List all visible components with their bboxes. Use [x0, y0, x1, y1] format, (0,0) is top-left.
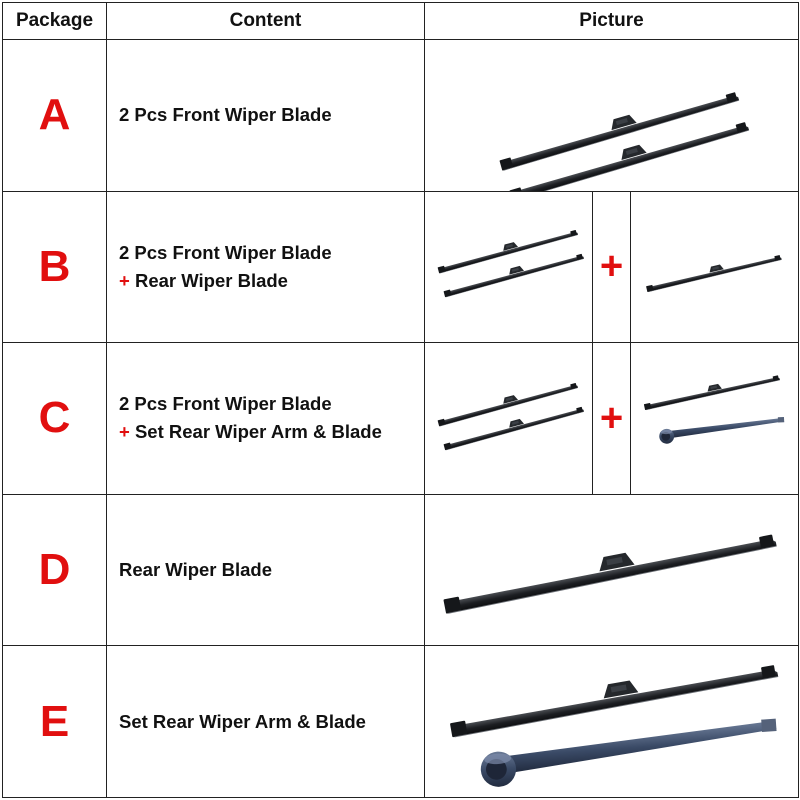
table-row: B 2 Pcs Front Wiper Blade + Rear Wiper B…: [2, 190, 800, 344]
content-line: + Rear Wiper Blade: [119, 267, 424, 295]
content-text: 2 Pcs Front Wiper Blade: [119, 104, 332, 126]
table-row: E Set Rear Wiper Arm & Blade: [2, 645, 800, 798]
plus-sign-c: +: [592, 342, 631, 495]
content-line: Set Rear Wiper Arm & Blade: [119, 708, 424, 736]
front-blades-image: [436, 378, 585, 451]
package-letter-a: A: [2, 39, 107, 192]
header-picture: Picture: [423, 2, 800, 40]
rear-blade-image: [644, 250, 783, 292]
picture-cell-c-front: [424, 342, 593, 495]
rear-blade-image: [644, 250, 783, 292]
front-blades-image: [496, 84, 751, 191]
content-text: Set Rear Wiper Arm & Blade: [119, 710, 366, 732]
front-blade-image: [442, 402, 585, 451]
rear-arm-image: [658, 417, 786, 445]
content-text: Rear Wiper Blade: [129, 269, 288, 291]
rear-blade-image: [642, 371, 781, 411]
picture-cell-b-front: [424, 190, 593, 344]
rear-arm-blade-image: [447, 654, 780, 789]
package-content-d: Rear Wiper Blade: [106, 493, 425, 647]
content-line: 2 Pcs Front Wiper Blade: [119, 239, 424, 267]
rear-blade-image: [440, 523, 778, 614]
rear-blade-image: [440, 523, 778, 614]
package-content-b: 2 Pcs Front Wiper Blade + Rear Wiper Bla…: [106, 190, 425, 344]
table-row: D Rear Wiper Blade: [2, 493, 800, 647]
table-row: C 2 Pcs Front Wiper Blade + Set Rear Wip…: [2, 342, 800, 495]
plus-mark: +: [119, 269, 130, 291]
content-line: 2 Pcs Front Wiper Blade: [119, 390, 424, 418]
front-blade-image: [496, 84, 741, 172]
plus-sign-b: +: [592, 190, 631, 344]
rear-arm-blade-image: [642, 371, 786, 445]
header-content: Content: [106, 2, 425, 40]
package-letter-c: C: [2, 342, 107, 495]
picture-cell-d: [423, 493, 800, 647]
content-text: 2 Pcs Front Wiper Blade: [119, 393, 332, 415]
rear-arm-image: [478, 718, 780, 789]
content-line: 2 Pcs Front Wiper Blade: [119, 101, 424, 129]
plus-mark: +: [119, 421, 130, 443]
content-line: + Set Rear Wiper Arm & Blade: [119, 418, 424, 446]
package-letter-b: B: [2, 190, 107, 344]
package-content-a: 2 Pcs Front Wiper Blade: [106, 39, 425, 192]
picture-cell-e: [423, 645, 800, 798]
picture-cell-a: [423, 39, 800, 192]
package-content-e: Set Rear Wiper Arm & Blade: [106, 645, 425, 798]
picture-cell-c-rear: [629, 342, 800, 495]
front-blade-image: [442, 248, 585, 298]
content-text: 2 Pcs Front Wiper Blade: [119, 241, 332, 263]
content-text: Rear Wiper Blade: [119, 559, 273, 581]
package-letter-d: D: [2, 493, 107, 647]
picture-cell-b-rear: [629, 190, 800, 344]
table-row: A 2 Pcs Front Wiper Blade: [2, 39, 800, 192]
rear-blade-image: [447, 654, 780, 739]
content-text: Set Rear Wiper Arm & Blade: [129, 421, 382, 443]
header-package: Package: [2, 2, 107, 40]
package-letter-e: E: [2, 645, 107, 798]
content-line: Rear Wiper Blade: [119, 556, 424, 584]
package-content-c: 2 Pcs Front Wiper Blade + Set Rear Wiper…: [106, 342, 425, 495]
front-blades-image: [436, 224, 585, 298]
